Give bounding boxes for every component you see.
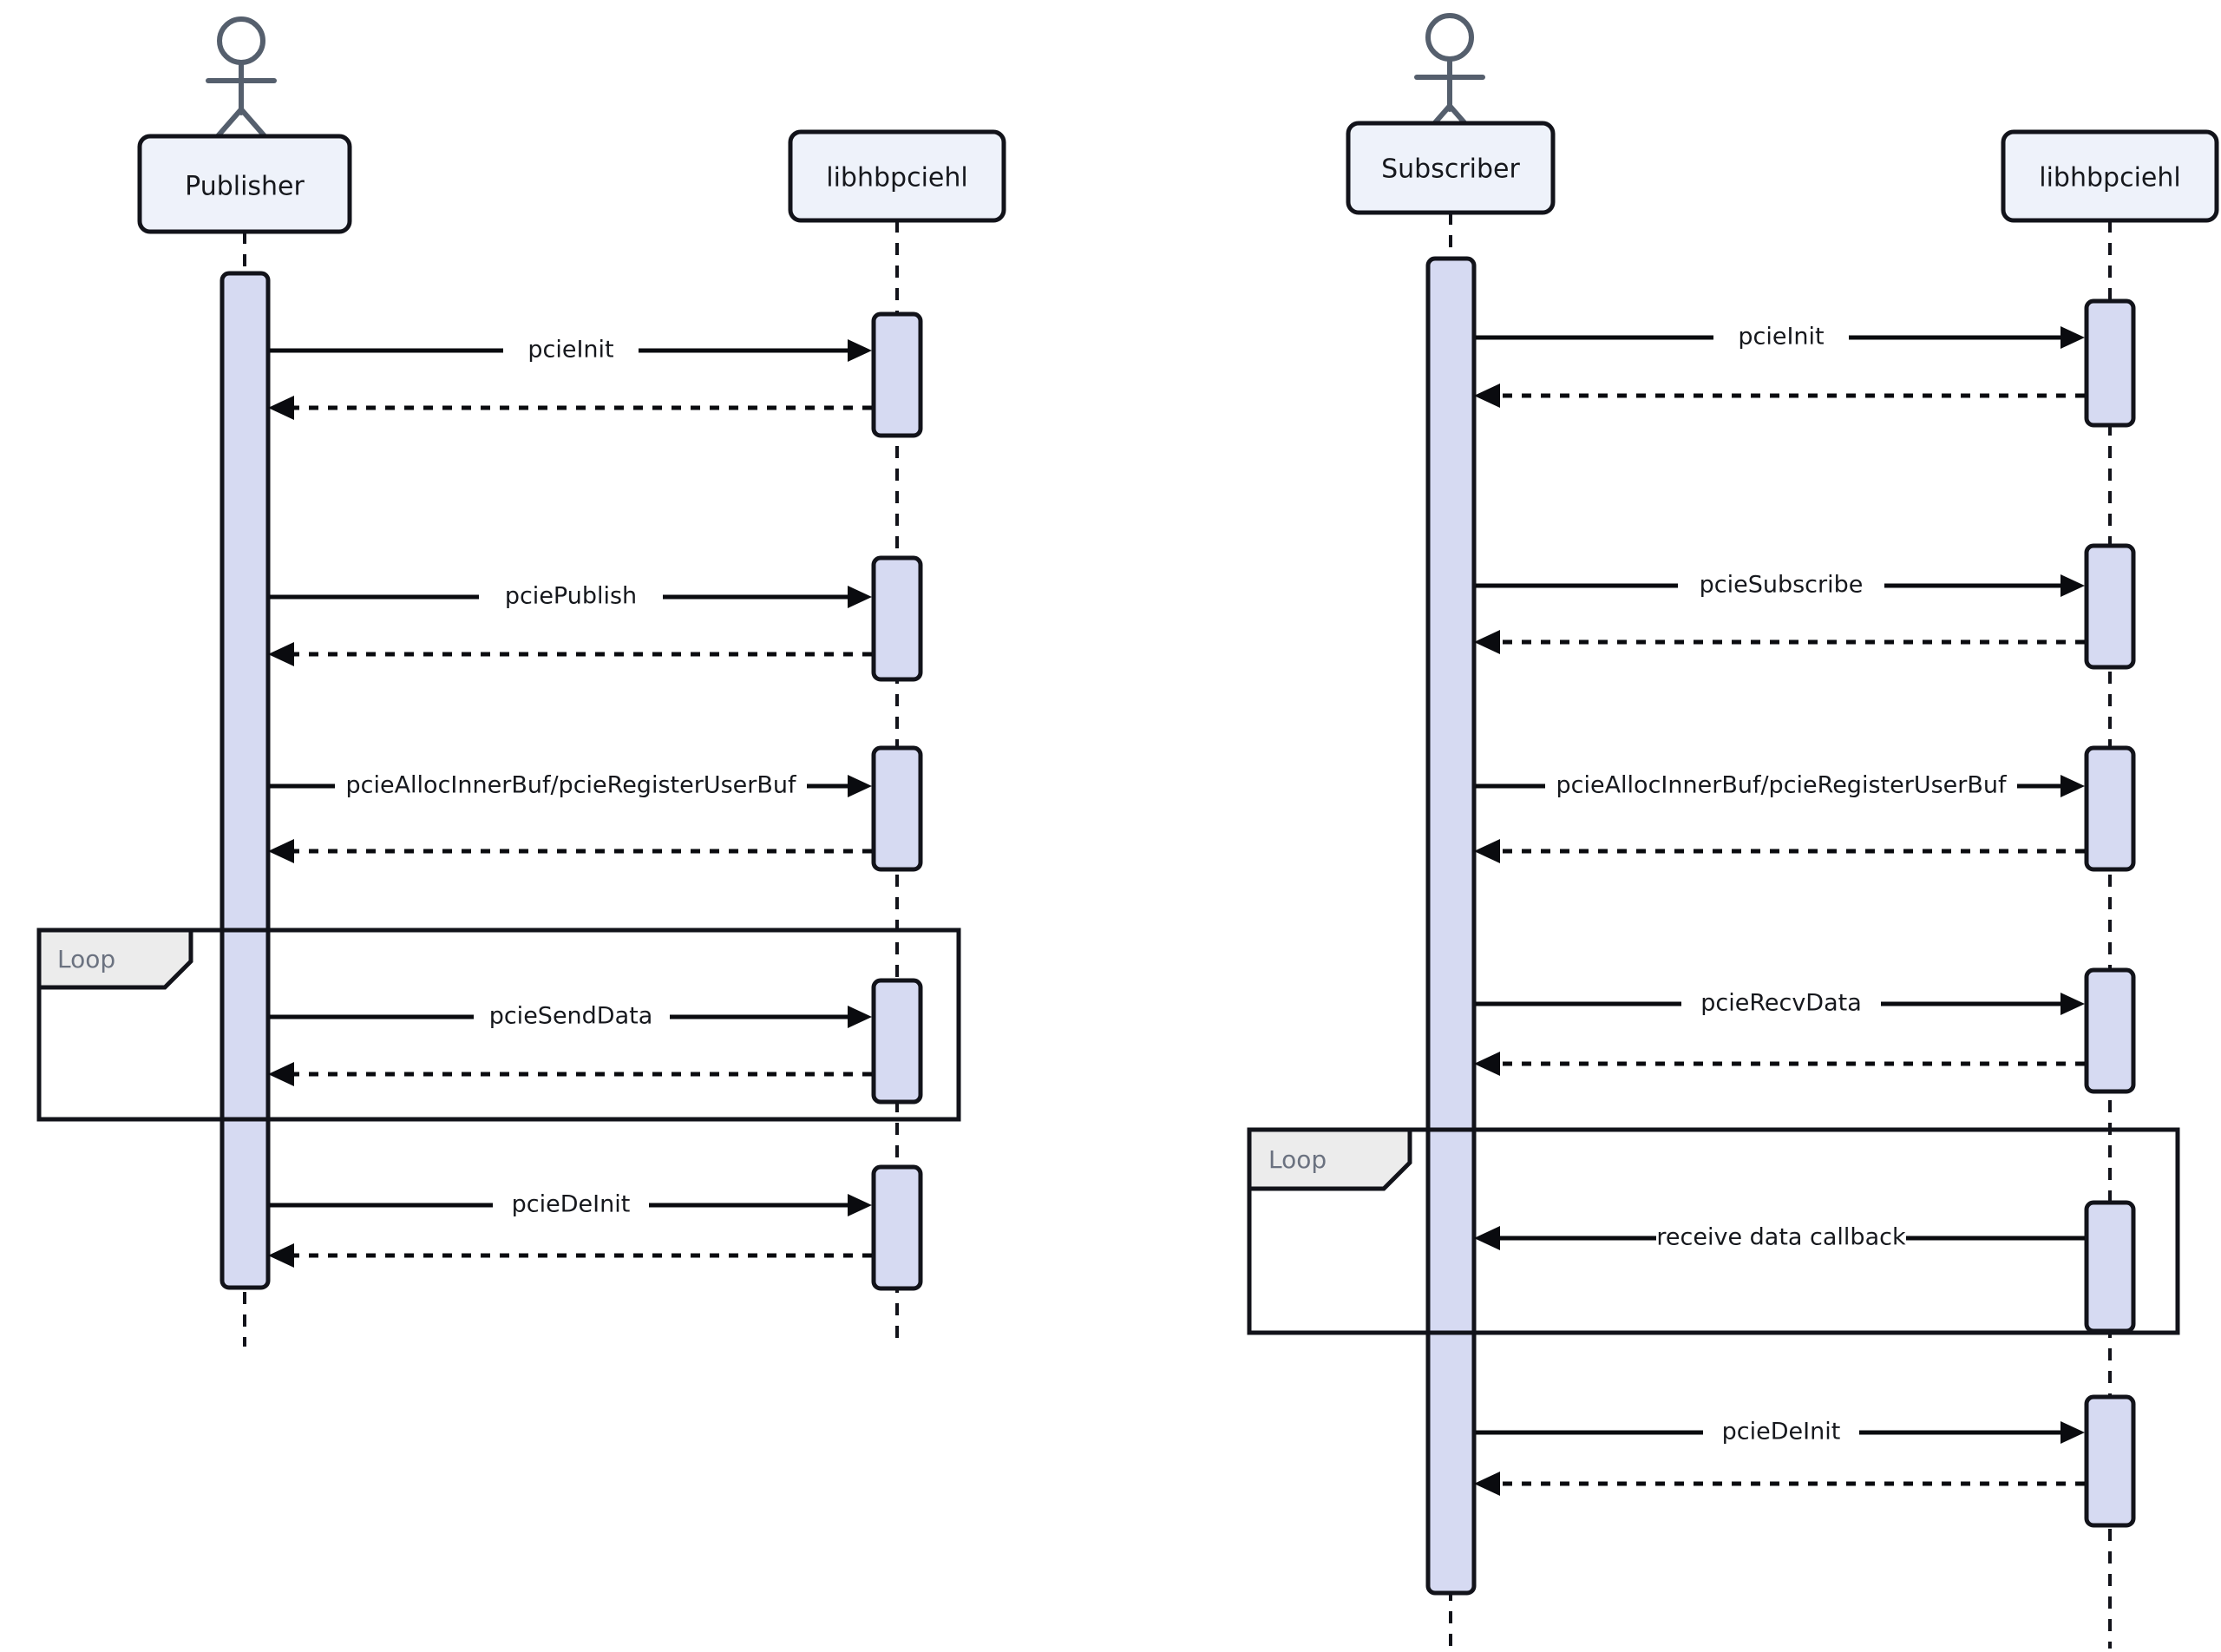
message-label-pcieSendData: pcieSendData [489, 1003, 653, 1030]
message-return-pcieAllocRegister-publisher [268, 839, 872, 863]
activation-libhbpciehl-left-2 [871, 555, 923, 682]
message-pcieInit-publisher: pcieInit [270, 333, 872, 368]
message-label-pcieRecvData: pcieRecvData [1700, 990, 1862, 1017]
participant-box-libhbpciehl-right[interactable]: libhbpciehl [2001, 129, 2219, 223]
message-pcieAllocRegister-publisher: pcieAllocInnerBuf/pcieRegisterUserBuf [270, 769, 872, 803]
activation-publisher [219, 271, 271, 1290]
activation-libhbpciehl-right-1 [2084, 298, 2136, 428]
participant-box-subscriber[interactable]: Subscriber [1346, 121, 1556, 215]
message-return-pcieInit-publisher [268, 396, 872, 420]
message-return-pcieDeInit-subscriber [1474, 1472, 2085, 1496]
actor-icon-publisher [206, 16, 277, 147]
participant-label-publisher: Publisher [185, 172, 305, 202]
message-label-pcieDeInit-subscriber: pcieDeInit [1722, 1419, 1841, 1446]
message-return-pciePublish [268, 642, 872, 666]
message-label-pciePublish: pciePublish [505, 583, 637, 610]
fragment-loop-publisher: Loop [36, 928, 961, 1122]
activation-libhbpciehl-right-3 [2084, 745, 2136, 872]
message-pcieInit-subscriber: pcieInit [1476, 320, 2085, 355]
message-return-pcieSubscribe [1474, 630, 2085, 654]
fragment-label-loop-publisher: Loop [57, 945, 115, 974]
message-label-pcieDeInit-publisher: pcieDeInit [512, 1191, 631, 1218]
activation-libhbpciehl-left-1 [871, 311, 923, 438]
activation-libhbpciehl-right-2 [2084, 543, 2136, 670]
publisher-pane: Publisher libhbpciehl Loop [36, 16, 1006, 1347]
message-pcieRecvData: pcieRecvData [1476, 987, 2085, 1021]
message-return-pcieAllocRegister-subscriber [1474, 839, 2085, 863]
message-return-pcieSendData [268, 1062, 872, 1086]
message-return-pcieRecvData [1474, 1052, 2085, 1076]
message-pcieDeInit-publisher: pcieDeInit [270, 1188, 872, 1223]
message-return-pcieInit-subscriber [1474, 384, 2085, 408]
activation-libhbpciehl-right-4 [2084, 967, 2136, 1094]
message-return-pcieDeInit-publisher [268, 1243, 872, 1268]
activation-libhbpciehl-left-4 [871, 978, 923, 1105]
message-pcieAllocRegister-subscriber: pcieAllocInnerBuf/pcieRegisterUserBuf [1476, 769, 2085, 803]
activation-libhbpciehl-right-5 [2084, 1200, 2136, 1334]
fragment-label-loop-subscriber: Loop [1268, 1145, 1327, 1174]
participant-box-libhbpciehl-left[interactable]: libhbpciehl [788, 129, 1006, 223]
fragment-loop-subscriber: Loop [1247, 1127, 2180, 1335]
message-pcieDeInit-subscriber: pcieDeInit [1476, 1415, 2085, 1450]
message-pciePublish: pciePublish [270, 580, 872, 614]
participant-label-subscriber: Subscriber [1381, 154, 1520, 185]
message-label-receive-data-callback: receive data callback [1656, 1224, 1906, 1251]
activation-libhbpciehl-left-3 [871, 745, 923, 872]
participant-label-libhbpciehl-right: libhbpciehl [2039, 163, 2180, 193]
message-pcieSendData: pcieSendData [270, 1000, 872, 1034]
message-label-pcieAllocRegister-subscriber: pcieAllocInnerBuf/pcieRegisterUserBuf [1556, 772, 2008, 799]
participant-box-publisher[interactable]: Publisher [137, 134, 352, 234]
activation-subscriber [1425, 256, 1477, 1596]
subscriber-pane: Subscriber libhbpciehl Loo [1247, 13, 2219, 1649]
activation-libhbpciehl-left-5 [871, 1164, 923, 1291]
participant-label-libhbpciehl-left: libhbpciehl [826, 163, 967, 193]
message-label-pcieInit-subscriber: pcieInit [1738, 324, 1824, 351]
message-label-pcieAllocRegister-publisher: pcieAllocInnerBuf/pcieRegisterUserBuf [345, 772, 797, 799]
message-receive-data-callback: receive data callback [1474, 1221, 2085, 1255]
message-pcieSubscribe: pcieSubscribe [1476, 568, 2085, 603]
message-label-pcieInit-publisher: pcieInit [527, 337, 613, 364]
activation-libhbpciehl-right-6 [2084, 1394, 2136, 1528]
message-label-pcieSubscribe: pcieSubscribe [1700, 572, 1864, 599]
